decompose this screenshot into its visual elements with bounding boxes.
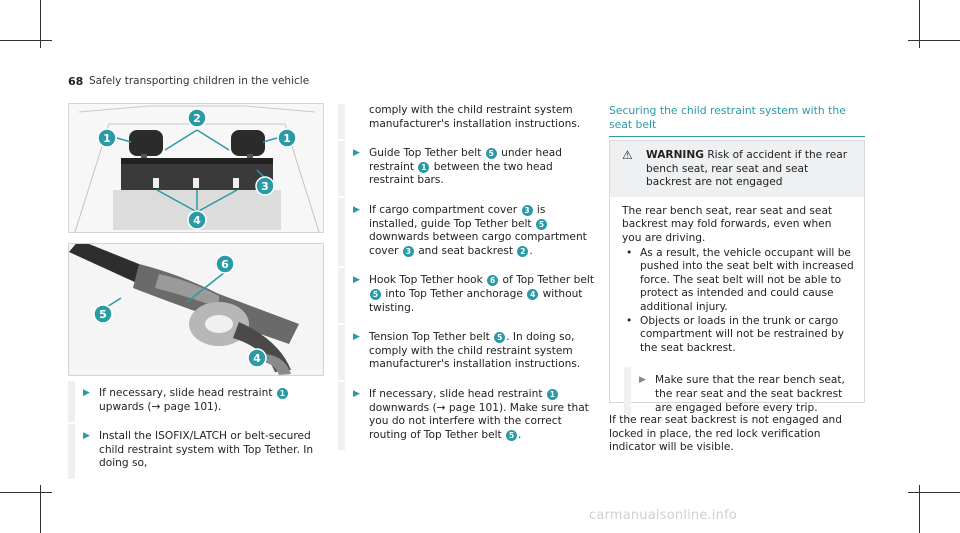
step-text: If cargo compartment cover 3 is installe… xyxy=(369,203,587,257)
callout-badge: 5 xyxy=(506,429,518,441)
svg-text:4: 4 xyxy=(193,214,201,227)
page-number: 68 xyxy=(68,75,84,88)
step-text: If necessary, slide head restraint 1 upw… xyxy=(99,387,330,414)
crop-mark xyxy=(0,40,52,41)
callout-badge: 4 xyxy=(187,210,207,230)
callout-badge: 3 xyxy=(402,245,414,257)
svg-text:6: 6 xyxy=(221,258,229,271)
crop-mark xyxy=(40,0,41,48)
step-arrow-icon: ▶ xyxy=(639,375,646,386)
step-text: Hook Top Tether hook 6 of Top Tether bel… xyxy=(369,274,594,314)
instruction-step: ▶ Tension Top Tether belt 5. In doing so… xyxy=(338,325,596,380)
callout-badge: 5 xyxy=(494,332,506,344)
crop-mark xyxy=(40,485,41,533)
callout-badge: 5 xyxy=(535,218,547,230)
step-arrow-icon: ▶ xyxy=(83,388,90,398)
step-text: Tension Top Tether belt 5. In doing so, … xyxy=(369,331,581,371)
watermark: carmanualsonline.info xyxy=(589,508,738,523)
callout-badge: 6 xyxy=(487,275,499,287)
warning-triangle-icon: ⚠ xyxy=(622,148,633,162)
warning-action-text: Make sure that the rear bench seat, the … xyxy=(655,374,845,414)
callout-badge: 2 xyxy=(517,245,529,257)
callout-badge: 1 xyxy=(418,161,430,173)
svg-text:1: 1 xyxy=(103,132,111,145)
callout-badge: 1 xyxy=(97,128,117,148)
callout-badge: 1 xyxy=(546,388,558,400)
step-arrow-icon: ▶ xyxy=(83,431,90,442)
callout-badge: 1 xyxy=(276,388,288,399)
instruction-step: ▶ Hook Top Tether hook 6 of Top Tether b… xyxy=(338,268,596,324)
callout-badge: 5 xyxy=(93,304,113,324)
warning-label: WARNING xyxy=(646,149,704,161)
svg-text:5: 5 xyxy=(99,308,107,321)
warning-bullet: Objects or loads in the trunk or cargo c… xyxy=(626,315,854,356)
svg-text:2: 2 xyxy=(193,112,201,125)
step-arrow-icon: ▶ xyxy=(353,275,360,286)
step-arrow-icon: ▶ xyxy=(353,204,360,215)
instruction-step: ▶ If necessary, slide head restraint 1 u… xyxy=(68,381,330,423)
warning-header: ⚠ WARNING Risk of accident if the rear b… xyxy=(610,141,864,197)
instruction-step-continuation: comply with the child restraint system m… xyxy=(338,104,596,140)
warning-intro: The rear bench seat, rear seat and seat … xyxy=(622,204,833,244)
callout-badge: 2 xyxy=(187,108,207,128)
instruction-step: ▶ Guide Top Tether belt 5 under head res… xyxy=(338,141,596,196)
callout-badge: 4 xyxy=(527,288,539,300)
step-arrow-icon: ▶ xyxy=(353,148,360,159)
callout-badge: 5 xyxy=(485,148,497,160)
running-header: Safely transporting children in the vehi… xyxy=(89,75,310,87)
step-text: Guide Top Tether belt 5 under head restr… xyxy=(369,147,562,187)
warning-bullet-list: As a result, the vehicle occupant will b… xyxy=(622,247,854,356)
svg-text:4: 4 xyxy=(253,352,261,365)
crop-mark xyxy=(919,0,920,48)
svg-text:1: 1 xyxy=(283,132,291,145)
step-text: comply with the child restraint system m… xyxy=(369,104,581,130)
body-paragraph: If the rear seat backrest is not engaged… xyxy=(609,414,842,454)
callout-badge: 5 xyxy=(370,288,381,300)
section-title: Securing the child restraint system with… xyxy=(609,104,865,137)
callout-badge: 3 xyxy=(255,176,275,196)
cargo-compartment-figure: 2 1 1 3 4 xyxy=(68,103,324,233)
warning-action-step: ▶ Make sure that the rear bench seat, th… xyxy=(624,367,854,423)
tether-hook-figure: 6 5 4 xyxy=(68,243,324,376)
step-arrow-icon: ▶ xyxy=(353,388,360,399)
middle-steps: comply with the child restraint system m… xyxy=(338,104,596,452)
warning-box: ⚠ WARNING Risk of accident if the rear b… xyxy=(609,140,865,423)
crop-mark xyxy=(908,492,960,493)
instruction-step: ▶ If cargo compartment cover 3 is instal… xyxy=(338,197,596,267)
step-text: Install the ISOFIX/LATCH or belt-secured… xyxy=(99,430,314,470)
left-steps: ▶ If necessary, slide head restraint 1 u… xyxy=(68,381,330,481)
instruction-step: ▶ If necessary, slide head restraint 1 d… xyxy=(338,381,596,451)
svg-text:3: 3 xyxy=(261,180,269,193)
warning-body: The rear bench seat, rear seat and seat … xyxy=(610,197,864,423)
crop-mark xyxy=(919,485,920,533)
warning-bullet: As a result, the vehicle occupant will b… xyxy=(626,247,854,315)
callout-badge: 4 xyxy=(247,348,267,368)
warning-headline: Risk of accident if the rear bench seat,… xyxy=(646,149,848,189)
callout-badge: 1 xyxy=(277,128,297,148)
step-text: If necessary, slide head restraint 1 dow… xyxy=(369,387,589,441)
callout-badge: 3 xyxy=(521,204,533,216)
crop-mark xyxy=(908,40,960,41)
callout-badge: 6 xyxy=(215,254,235,274)
step-arrow-icon: ▶ xyxy=(353,332,360,343)
instruction-step: ▶ Install the ISOFIX/LATCH or belt-secur… xyxy=(68,424,330,479)
crop-mark xyxy=(0,492,52,493)
